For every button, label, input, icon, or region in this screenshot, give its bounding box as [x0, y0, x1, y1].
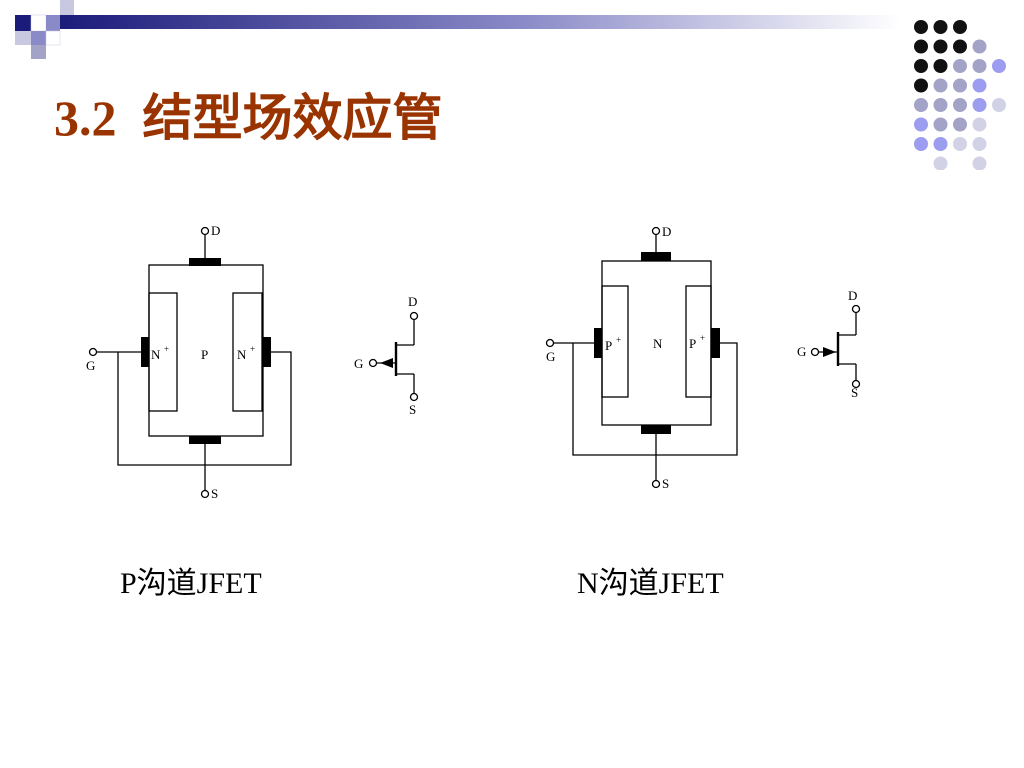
p-symbol-source-label: S: [409, 402, 416, 417]
p-symbol-drain-terminal: [409, 311, 419, 321]
n-channel-drain-label: D: [662, 224, 671, 239]
decorative-dot: [953, 59, 967, 73]
decorative-dot: [914, 59, 928, 73]
slide-title: 3.2 结型场效应管: [54, 78, 443, 150]
decorative-dot: [972, 78, 987, 93]
p-channel-right-region-sup: +: [250, 344, 255, 354]
decorative-dot: [933, 117, 948, 132]
corner-dot-grid: [914, 20, 1006, 170]
n-channel-caption: N沟道JFET: [577, 567, 724, 600]
checker-square: [45, 30, 61, 46]
decorative-dot: [933, 98, 948, 112]
n-symbol-source-terminal: [851, 379, 861, 389]
checker-square: [31, 31, 46, 45]
p-channel-gate-tie-wire: [117, 351, 292, 466]
header-gradient-bar: [60, 15, 900, 29]
n-symbol-gate-arrow: [823, 347, 836, 357]
decorative-dot: [992, 59, 1006, 73]
decorative-dot: [992, 98, 1006, 112]
decorative-dot: [972, 39, 987, 54]
decorative-dot: [933, 20, 948, 34]
p-channel-channel-label: P: [201, 347, 208, 362]
p-channel-source-label: S: [211, 486, 218, 501]
decorative-dot: [933, 39, 948, 54]
p-symbol-gate-arrow: [380, 358, 393, 368]
decorative-dot: [914, 78, 928, 93]
checker-square: [15, 31, 31, 45]
p-channel-structure: [88, 226, 292, 499]
p-channel-drain-label: D: [211, 223, 220, 238]
p-channel-gate-terminal: [88, 347, 98, 357]
header-decoration-band: [15, 0, 900, 59]
decorative-dot: [933, 137, 948, 151]
decorative-dot: [972, 98, 987, 112]
p-symbol-gate-label: G: [354, 356, 363, 371]
decorative-dot: [933, 156, 948, 170]
n-channel-left-gate-contact: [594, 328, 602, 358]
decorative-dot: [953, 137, 967, 151]
decorative-dot: [933, 78, 948, 93]
p-channel-symbol: [368, 311, 419, 402]
n-symbol-drain-label: D: [848, 288, 857, 303]
decorative-dot: [953, 39, 967, 54]
p-channel-left-region-sup: +: [164, 344, 169, 354]
checker-square: [46, 15, 60, 31]
n-channel-source-contact: [641, 425, 671, 434]
n-symbol-gate-label: G: [797, 344, 806, 359]
decorative-dot: [953, 20, 967, 34]
p-channel-source-contact: [189, 436, 221, 444]
n-channel-symbol: [810, 304, 861, 389]
p-channel-right-gate-region: [232, 292, 263, 412]
p-channel-left-gate-contact: [141, 337, 149, 367]
n-symbol-source-label: S: [851, 385, 858, 400]
p-channel-drain-terminal: [200, 226, 210, 236]
n-channel-right-region-label: P: [689, 336, 696, 351]
n-channel-gate-terminal: [545, 338, 555, 348]
n-channel-right-gate-contact: [711, 328, 720, 358]
n-channel-drain-contact: [641, 252, 671, 261]
decorative-dot: [914, 20, 928, 34]
decorative-dot: [953, 98, 967, 112]
p-channel-drain-contact: [189, 258, 221, 266]
decorative-dot: [972, 59, 987, 73]
p-channel-source-terminal: [200, 489, 210, 499]
n-channel-right-region-sup: +: [700, 333, 705, 343]
decorative-dot: [933, 59, 948, 73]
n-channel-left-region-sup: +: [616, 335, 621, 345]
checker-square: [31, 45, 46, 59]
p-symbol-source-terminal: [409, 392, 419, 402]
n-channel-gate-tie-wire: [572, 342, 738, 456]
n-symbol-gate-terminal: [810, 347, 820, 357]
p-channel-left-region-label: N: [151, 347, 161, 362]
p-channel-right-gate-contact: [263, 337, 271, 367]
p-channel-gate-label: G: [86, 358, 95, 373]
n-channel-source-terminal: [651, 479, 661, 489]
decorative-dot: [972, 137, 987, 151]
decorative-dot: [953, 117, 967, 132]
p-channel-right-region-label: N: [237, 347, 247, 362]
decorative-dot: [953, 78, 967, 93]
n-channel-gate-label: G: [546, 349, 555, 364]
n-channel-structure: [545, 226, 738, 489]
decorative-dot: [914, 137, 928, 151]
decorative-dot: [972, 156, 987, 170]
p-symbol-drain-label: D: [408, 294, 417, 309]
p-symbol-gate-terminal: [368, 358, 378, 368]
n-symbol-drain-terminal: [851, 304, 861, 314]
decorative-dot: [914, 117, 928, 132]
n-channel-source-label: S: [662, 476, 669, 491]
decorative-dot: [914, 98, 928, 112]
n-channel-channel-label: N: [653, 336, 663, 351]
slide-title-text: 结型场效应管: [142, 90, 443, 146]
checker-square: [15, 15, 31, 31]
decorative-dot: [972, 117, 987, 132]
n-channel-drain-terminal: [651, 226, 661, 236]
checker-square: [60, 0, 74, 15]
n-channel-left-region-label: P: [605, 338, 612, 353]
slide-title-number: 3.2: [54, 90, 117, 146]
p-channel-caption: P沟道JFET: [120, 567, 262, 600]
decorative-dot: [914, 39, 928, 54]
